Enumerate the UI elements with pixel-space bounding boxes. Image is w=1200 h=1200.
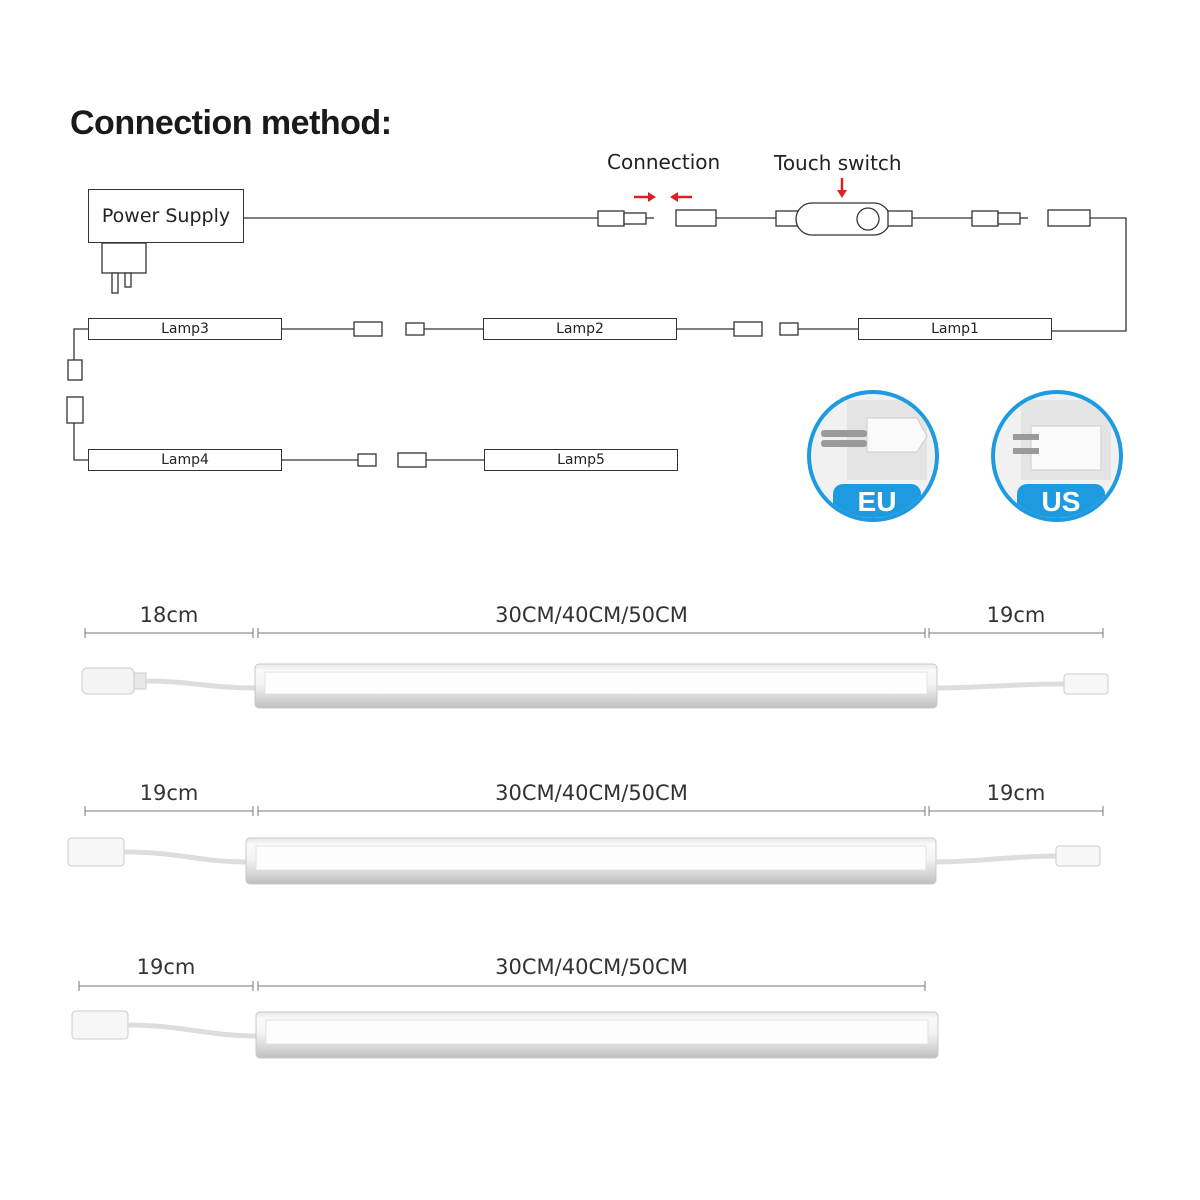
lamp-bar-3 [71, 1010, 939, 1059]
us-plug-icon [1013, 400, 1111, 480]
lamp5-box: Lamp5 [484, 449, 678, 471]
lamp-bar-2 [67, 837, 1101, 885]
lamp3-box: Lamp3 [88, 318, 282, 340]
touch-switch-label: Touch switch [774, 151, 902, 175]
eu-plug-icon [821, 400, 928, 480]
lamp2-box: Lamp2 [483, 318, 677, 340]
row2-left-length: 19cm [139, 781, 199, 805]
row1-left-length: 18cm [139, 603, 199, 627]
us-label: US [1017, 484, 1105, 518]
row1-middle-length: 30CM/40CM/50CM [495, 603, 688, 627]
power-supply-box: Power Supply [88, 189, 244, 243]
row2-right-length: 19cm [986, 781, 1046, 805]
wiring-diagram [66, 178, 1127, 468]
lamp1-box: Lamp1 [858, 318, 1052, 340]
lamp-bar-1 [81, 663, 1109, 709]
row3-middle-length: 30CM/40CM/50CM [495, 955, 688, 979]
us-plug-badge: US [991, 390, 1123, 522]
eu-label: EU [833, 484, 921, 518]
row3-left-length: 19cm [136, 955, 196, 979]
row2-middle-length: 30CM/40CM/50CM [495, 781, 688, 805]
product-drawings [67, 628, 1109, 1059]
page-title: Connection method: [70, 104, 392, 142]
lamp4-box: Lamp4 [88, 449, 282, 471]
row1-right-length: 19cm [986, 603, 1046, 627]
eu-plug-badge: EU [807, 390, 939, 522]
connection-label: Connection [607, 150, 721, 174]
